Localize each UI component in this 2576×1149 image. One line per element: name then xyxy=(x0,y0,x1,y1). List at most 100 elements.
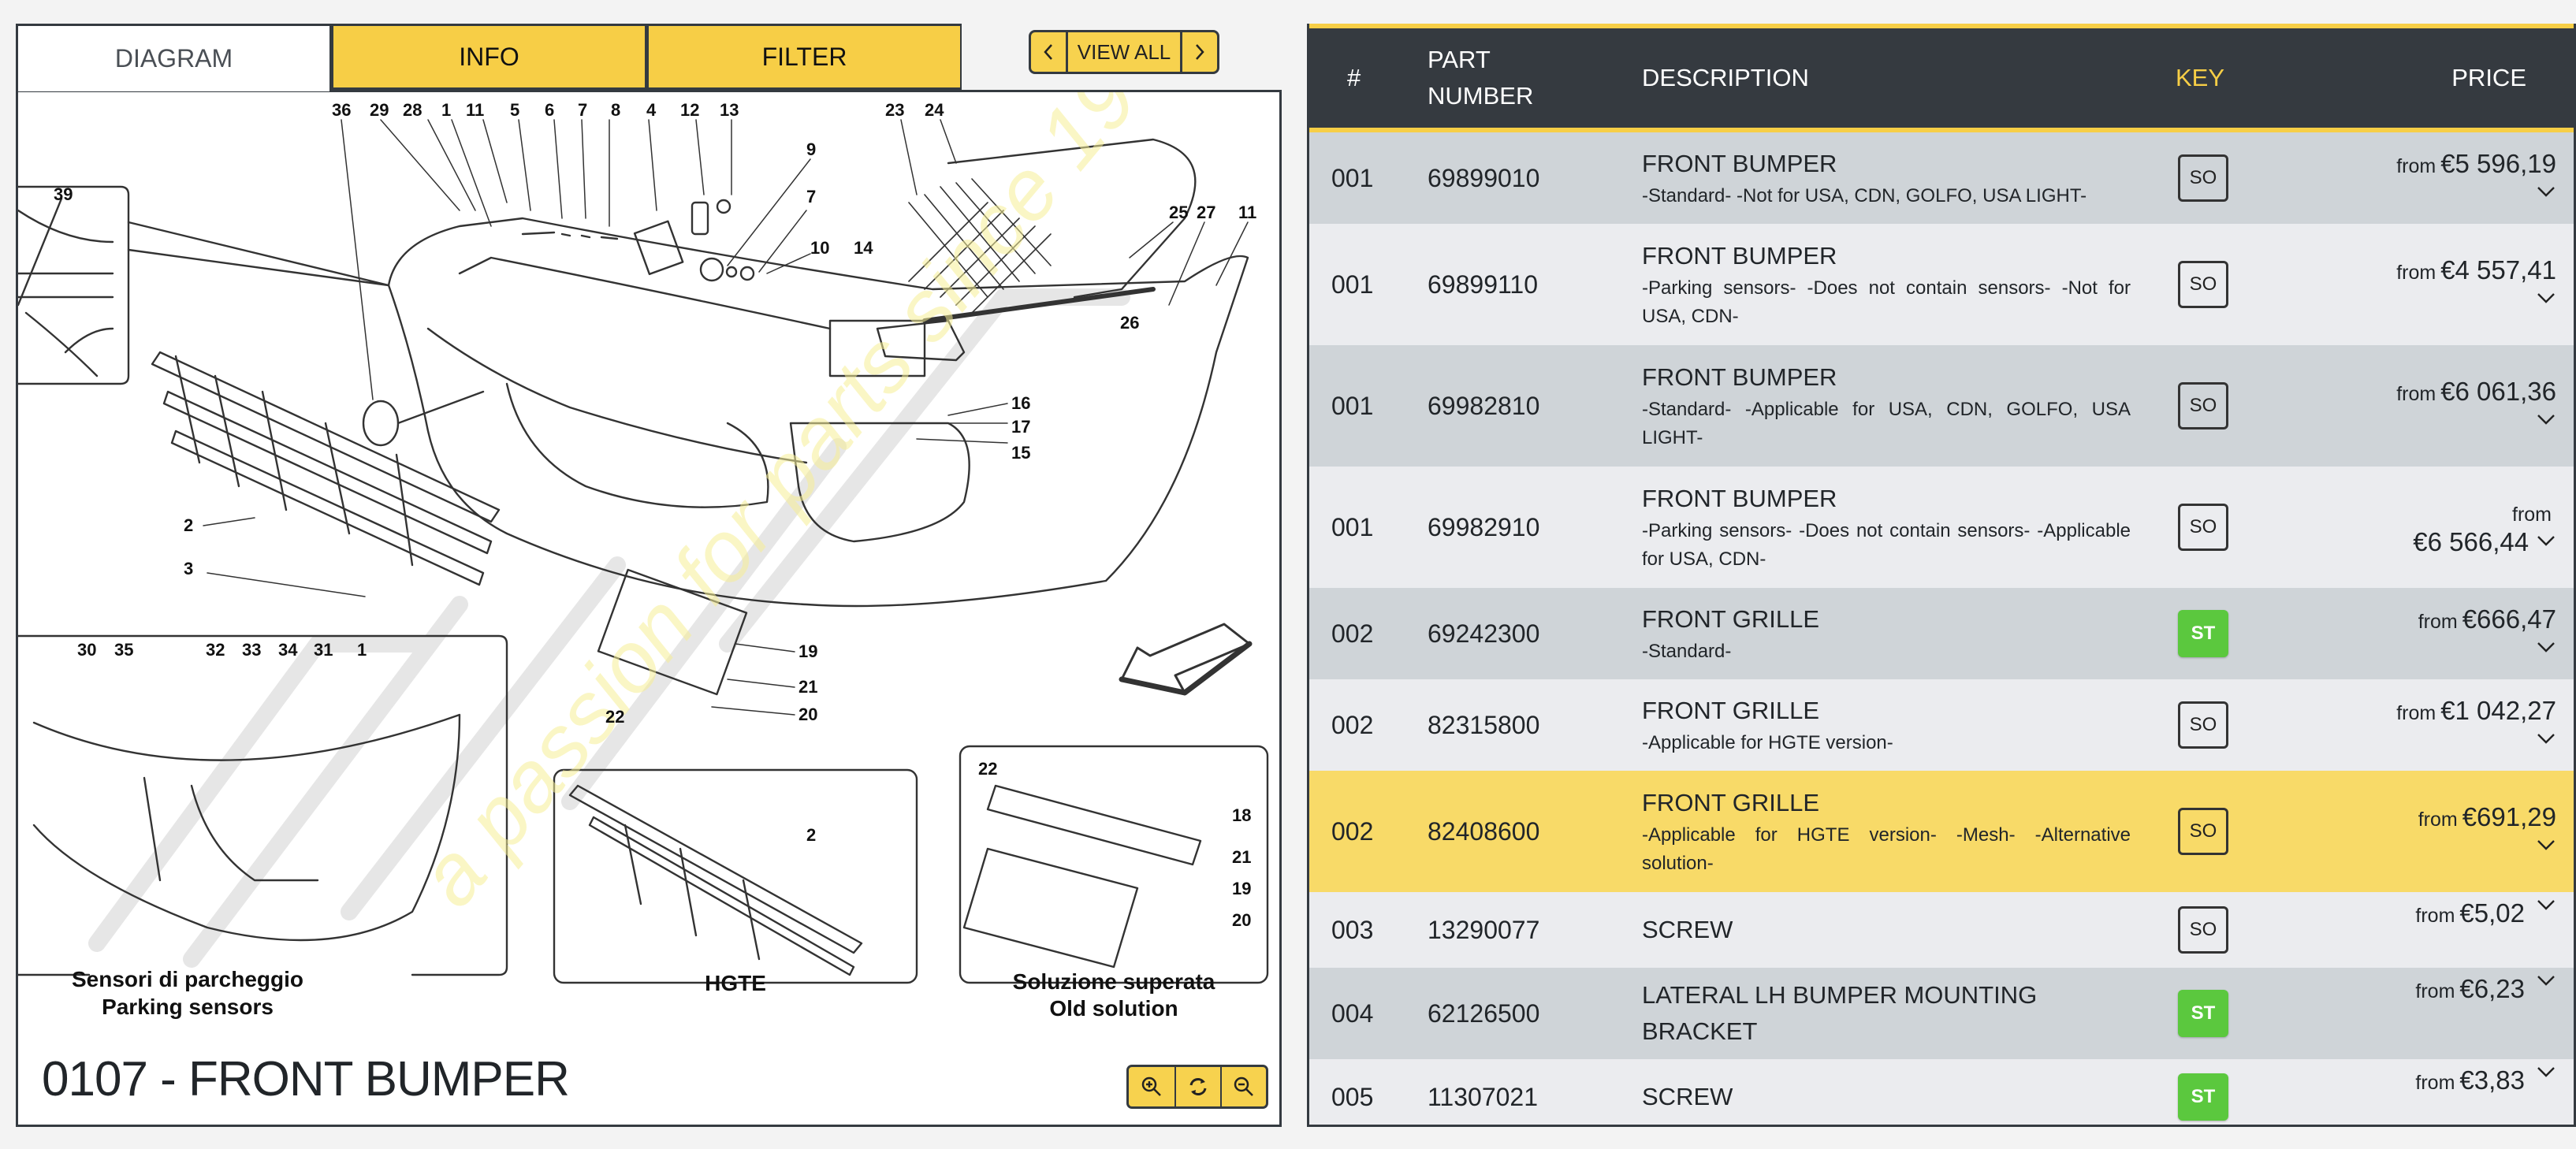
next-diagram-button[interactable] xyxy=(1182,32,1217,72)
callout[interactable]: 9 xyxy=(806,139,816,159)
previous-diagram-button[interactable] xyxy=(1031,32,1066,72)
callout[interactable]: 1 xyxy=(357,640,367,660)
chevron-down-icon[interactable] xyxy=(2536,181,2556,202)
callout[interactable]: 15 xyxy=(1011,443,1030,463)
reset-zoom-button[interactable] xyxy=(1174,1067,1220,1106)
key-badge[interactable]: SO xyxy=(2178,261,2228,308)
key-badge[interactable]: SO xyxy=(2178,808,2228,855)
part-title: FRONT GRILLE xyxy=(1642,697,1820,724)
callout[interactable]: 26 xyxy=(1120,313,1139,333)
callout[interactable]: 34 xyxy=(278,640,298,660)
chevron-down-icon[interactable] xyxy=(2536,835,2556,855)
key-badge[interactable]: SO xyxy=(2178,701,2228,749)
callout[interactable]: 33 xyxy=(242,640,261,660)
key-badge[interactable]: ST xyxy=(2178,1073,2228,1121)
callout[interactable]: 5 xyxy=(510,100,519,120)
zoom-in-button[interactable] xyxy=(1129,1067,1174,1106)
key-badge[interactable]: SO xyxy=(2178,382,2228,429)
inset-hgte-box xyxy=(553,768,918,984)
callout[interactable]: 27 xyxy=(1197,203,1215,222)
callout[interactable]: 16 xyxy=(1011,393,1030,413)
callout[interactable]: 13 xyxy=(720,100,739,120)
callout[interactable]: 19 xyxy=(1232,879,1251,898)
chevron-down-icon[interactable] xyxy=(2536,288,2556,308)
key-badge[interactable]: SO xyxy=(2178,906,2228,954)
table-row[interactable]: 001 69899110 FRONT BUMPER -Parking senso… xyxy=(1309,224,2574,345)
key-badge[interactable]: SO xyxy=(2178,504,2228,551)
old-solution-caption-it: Soluzione superata xyxy=(1013,969,1215,994)
callout[interactable]: 28 xyxy=(403,100,422,120)
inset-39-box xyxy=(18,185,130,385)
callout[interactable]: 21 xyxy=(1232,847,1251,867)
part-title: SCREW xyxy=(1642,1083,1733,1110)
chevron-down-icon[interactable] xyxy=(2536,637,2556,657)
table-row[interactable]: 003 13290077 SCREW SO from€5,02 xyxy=(1309,892,2574,968)
callout[interactable]: 11 xyxy=(1238,203,1256,222)
callout[interactable]: 17 xyxy=(1011,417,1030,437)
key-cell: SO xyxy=(2178,771,2228,892)
table-row[interactable]: 002 82315800 FRONT GRILLE -Applicable fo… xyxy=(1309,679,2574,771)
price-amount: €5,02 xyxy=(2459,898,2525,928)
parking-sensors-caption-it: Sensori di parcheggio xyxy=(72,967,303,991)
callout[interactable]: 3 xyxy=(184,559,193,578)
callout[interactable]: 2 xyxy=(184,515,193,535)
callout[interactable]: 23 xyxy=(885,100,904,120)
column-header-key[interactable]: KEY xyxy=(2175,64,2225,91)
callout[interactable]: 18 xyxy=(1232,805,1251,825)
callout[interactable]: 24 xyxy=(925,100,944,120)
callout[interactable]: 22 xyxy=(978,759,997,779)
callout[interactable]: 14 xyxy=(854,238,873,258)
callout[interactable]: 35 xyxy=(114,640,133,660)
table-row[interactable]: 005 11307021 SCREW ST from€3,83 xyxy=(1309,1059,2574,1125)
exploded-diagram[interactable]: a passion for parts since 1985 36 29 28 … xyxy=(16,90,1282,1127)
callout[interactable]: 8 xyxy=(611,100,620,120)
price-cell: from€6 566,44 xyxy=(2413,467,2556,588)
callout[interactable]: 20 xyxy=(798,705,817,724)
callout[interactable]: 7 xyxy=(806,187,816,206)
callout[interactable]: 21 xyxy=(798,677,817,697)
callout[interactable]: 29 xyxy=(370,100,389,120)
chevron-down-icon[interactable] xyxy=(2536,1062,2556,1082)
chevron-down-icon[interactable] xyxy=(2536,728,2556,749)
callout[interactable]: 39 xyxy=(54,184,73,204)
callout[interactable]: 22 xyxy=(605,707,624,727)
callout[interactable]: 32 xyxy=(206,640,225,660)
table-row[interactable]: 001 69982910 FRONT BUMPER -Parking senso… xyxy=(1309,467,2574,588)
callout[interactable]: 2 xyxy=(806,825,816,845)
table-row[interactable]: 001 69982810 FRONT BUMPER -Standard- -Ap… xyxy=(1309,345,2574,467)
callout[interactable]: 6 xyxy=(545,100,554,120)
chevron-down-icon[interactable] xyxy=(2536,894,2556,915)
tab-diagram[interactable]: DIAGRAM xyxy=(16,24,331,91)
view-all-button[interactable]: VIEW ALL xyxy=(1066,32,1182,72)
callout[interactable]: 11 xyxy=(466,100,484,120)
table-row[interactable]: 002 69242300 FRONT GRILLE -Standard- ST … xyxy=(1309,588,2574,679)
table-row[interactable]: 002 82408600 FRONT GRILLE -Applicable fo… xyxy=(1309,771,2574,892)
diagram-drawing[interactable]: a passion for parts since 1985 36 29 28 … xyxy=(18,92,1279,1038)
chevron-down-icon[interactable] xyxy=(2536,409,2556,429)
price-prefix: from xyxy=(2415,1072,2455,1094)
key-badge[interactable]: ST xyxy=(2178,610,2228,657)
front-bumper-drawing xyxy=(387,217,1249,608)
callout[interactable]: 20 xyxy=(1232,910,1251,930)
callout[interactable]: 4 xyxy=(646,100,657,120)
table-row[interactable]: 004 62126500 LATERAL LH BUMPER MOUNTING … xyxy=(1309,968,2574,1059)
callout[interactable]: 36 xyxy=(332,100,351,120)
callout[interactable]: 30 xyxy=(77,640,96,660)
callout[interactable]: 19 xyxy=(798,641,817,661)
key-badge[interactable]: SO xyxy=(2178,154,2228,202)
callout[interactable]: 10 xyxy=(810,238,829,258)
callout[interactable]: 31 xyxy=(314,640,333,660)
tab-filter[interactable]: FILTER xyxy=(646,24,962,90)
callout[interactable]: 25 xyxy=(1169,203,1188,222)
table-row[interactable]: 001 69899010 FRONT BUMPER -Standard- -No… xyxy=(1309,132,2574,224)
part-subtitle: -Parking sensors- -Does not contain sens… xyxy=(1642,520,2131,570)
callout[interactable]: 7 xyxy=(578,100,587,120)
callout[interactable]: 12 xyxy=(680,100,699,120)
tab-info[interactable]: INFO xyxy=(331,24,646,90)
key-badge[interactable]: ST xyxy=(2178,990,2228,1037)
chevron-down-icon[interactable] xyxy=(2536,530,2556,551)
callout[interactable]: 1 xyxy=(441,100,451,120)
key-cell: SO xyxy=(2178,892,2228,968)
zoom-out-button[interactable] xyxy=(1220,1067,1266,1106)
chevron-down-icon[interactable] xyxy=(2536,970,2556,991)
